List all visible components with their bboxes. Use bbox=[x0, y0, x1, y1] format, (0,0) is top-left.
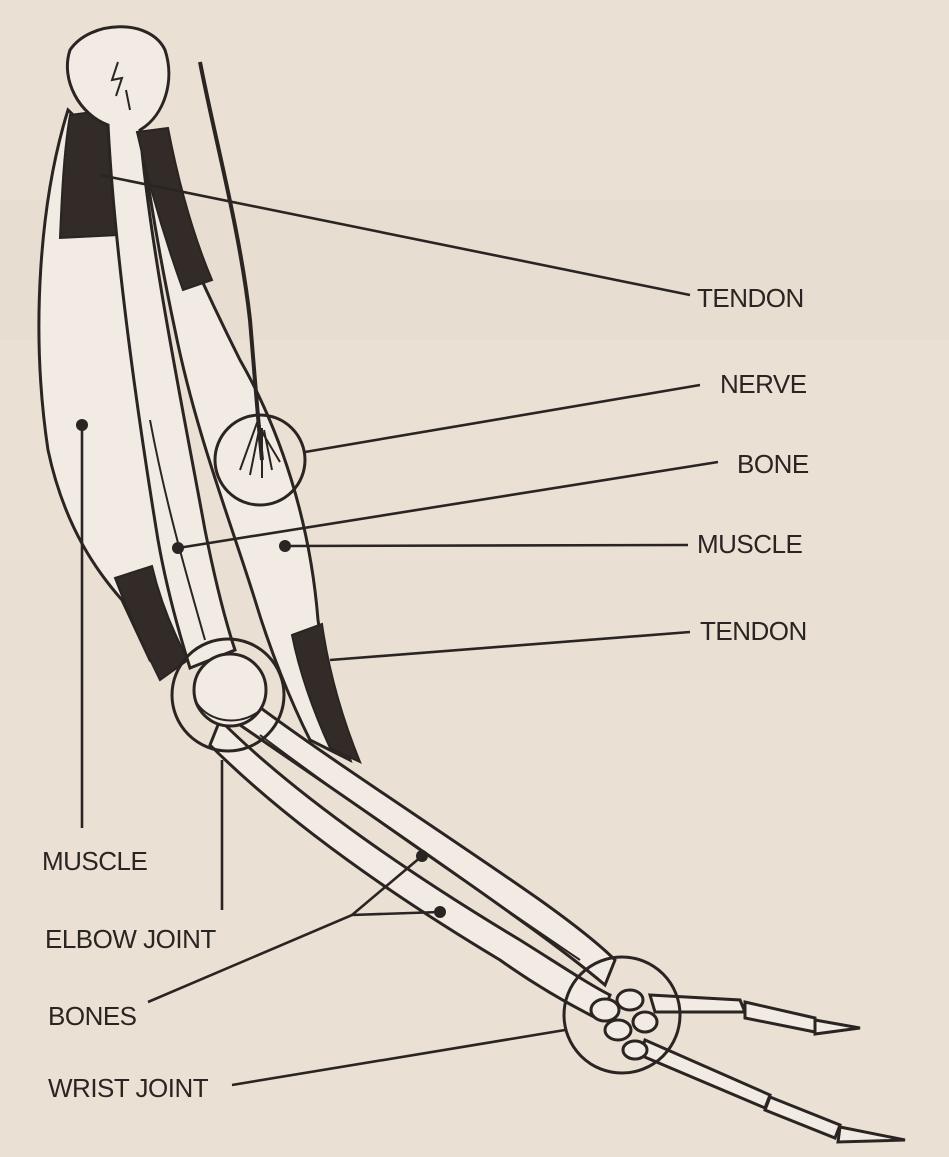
leader-muscle-right bbox=[285, 545, 688, 546]
carpal-bone-4 bbox=[633, 1012, 657, 1032]
label-bone: BONE bbox=[737, 449, 809, 479]
dot-muscle-left bbox=[76, 419, 88, 431]
label-elbow-joint: ELBOW JOINT bbox=[45, 924, 216, 954]
dot-bone bbox=[172, 542, 184, 554]
dot-muscle-right bbox=[279, 540, 291, 552]
label-tendon-top: TENDON bbox=[697, 283, 804, 313]
carpal-bone-5 bbox=[623, 1041, 647, 1059]
elbow-bone-head bbox=[194, 654, 266, 726]
carpal-bone-1 bbox=[591, 999, 619, 1021]
dot-bones-lower bbox=[434, 906, 446, 918]
label-tendon-bottom: TENDON bbox=[700, 616, 807, 646]
label-muscle-right: MUSCLE bbox=[697, 529, 803, 559]
label-bones: BONES bbox=[48, 1001, 137, 1031]
label-wrist-joint: WRIST JOINT bbox=[48, 1073, 209, 1103]
dot-bones-upper bbox=[416, 850, 428, 862]
label-nerve: NERVE bbox=[720, 369, 807, 399]
carpal-bone-2 bbox=[617, 990, 643, 1010]
label-muscle-left: MUSCLE bbox=[42, 846, 148, 876]
carpal-bone-3 bbox=[605, 1020, 631, 1040]
